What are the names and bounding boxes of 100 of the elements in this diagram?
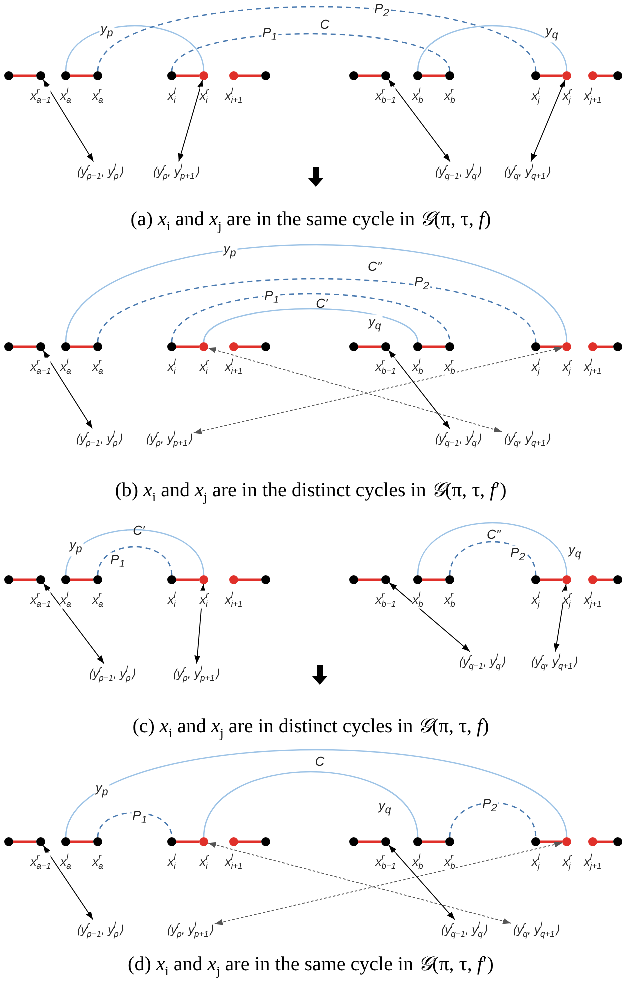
- vertex-dot: [382, 576, 390, 584]
- vertex-dot: [382, 342, 390, 352]
- pair-label: ⟨y$^{r}$$_{p}$, y$^{l}$$_{p+1}$⟩: [166, 920, 214, 940]
- vertex-dot: [200, 72, 208, 80]
- double-arrow: [178, 80, 204, 162]
- cycle-label: C: [320, 18, 330, 32]
- pair-label: ⟨y$^{r}$$_{q}$, y$^{l}$$_{q+1}$⟩: [503, 162, 551, 182]
- vertex-dot: [230, 576, 238, 584]
- double-arrow: [208, 348, 503, 433]
- vertex-dot: [262, 342, 270, 352]
- pair-label: ⟨y$^{r}$$_{p−1}$, y$^{l}$$_{p}$⟩: [88, 664, 136, 684]
- vertex-dot: [350, 72, 358, 80]
- vertex-dot: [94, 576, 102, 584]
- pair-label: ⟨y$^{r}$$_{q−1}$, y$^{l}$$_{q}$⟩: [458, 652, 506, 672]
- vertex-dot: [4, 576, 14, 584]
- double-arrow: [194, 584, 206, 664]
- vertex-dot: [532, 838, 540, 846]
- vertex-dot: [168, 72, 176, 80]
- arc: [449, 541, 537, 576]
- vertex-dot: [4, 72, 14, 80]
- vertex-dot: [414, 838, 422, 846]
- edge-segment: [176, 840, 200, 844]
- edge-segment: [358, 840, 382, 844]
- edge-label: y$_{q}$: [368, 314, 382, 334]
- vertex-dot: [562, 72, 572, 80]
- vertex-dot: [532, 342, 540, 352]
- edge-segment: [70, 840, 94, 844]
- vertex-dot: [200, 838, 208, 846]
- caption: (b) x$_{i}$ and x$_{j}$ are in the distinct cycles in 𝒢(π, τ, f′): [115, 479, 507, 505]
- edge-segment: [422, 578, 446, 582]
- edge-segment: [422, 346, 446, 348]
- vertex-dot: [562, 576, 572, 584]
- vertex-dot: [262, 576, 270, 584]
- pair-label: ⟨y$^{r}$$_{q}$, y$^{l}$$_{q+1}$⟩: [503, 430, 551, 448]
- edge-segment: [540, 74, 562, 78]
- vertex-dot: [36, 838, 46, 846]
- vertex-dot: [4, 342, 14, 352]
- arc: [97, 6, 537, 72]
- double-arrow: [388, 844, 456, 920]
- edge-segment: [238, 578, 262, 582]
- pair-label: ⟨y$^{r}$$_{p}$, y$^{l}$$_{p+1}$⟩: [152, 162, 200, 182]
- vertex-dot: [230, 342, 238, 352]
- vertex-dot: [62, 72, 70, 80]
- arc: [417, 522, 568, 576]
- pair-label: ⟨y$^{r}$$_{q−1}$, y$^{l}$$_{q}$⟩: [440, 920, 488, 940]
- vertex-dot: [562, 342, 572, 352]
- cycle-label: C′: [133, 524, 145, 538]
- arc: [97, 278, 537, 343]
- arc: [65, 25, 205, 72]
- vertex-dot: [588, 342, 598, 352]
- arc: [65, 244, 568, 343]
- vertex-dot: [446, 838, 454, 846]
- pair-label: ⟨y$^{r}$$_{p−1}$, y$^{l}$$_{p}$⟩: [76, 920, 124, 940]
- edge-segment: [14, 578, 36, 582]
- vertex-dot: [414, 576, 422, 584]
- vertex-dot: [382, 72, 390, 80]
- double-arrow: [388, 79, 451, 162]
- edge-segment: [358, 346, 382, 348]
- vertex-dot: [588, 72, 598, 80]
- arc: [417, 25, 568, 72]
- double-arrow: [388, 350, 450, 430]
- edge-segment: [540, 346, 562, 348]
- vertex-dot: [200, 576, 208, 584]
- arc: [171, 33, 451, 72]
- cycle-label: C″: [487, 528, 501, 542]
- edge-segment: [238, 346, 262, 348]
- edge-segment: [598, 840, 614, 844]
- double-arrow: [214, 842, 564, 926]
- edge-segment: [176, 346, 200, 348]
- caption: (c) x$_{i}$ and x$_{j}$ are in distinct cycles in 𝒢(π, τ, f): [132, 715, 490, 741]
- arc: [203, 771, 419, 838]
- vertex-dot: [262, 838, 270, 846]
- vertex-dot: [4, 838, 14, 846]
- vertex-dot: [414, 342, 422, 352]
- pair-label: ⟨y$^{r}$$_{q−1}$, y$^{l}$$_{q}$⟩: [434, 430, 482, 448]
- edge-segment: [176, 578, 200, 582]
- cycle-label: C: [315, 754, 325, 770]
- caption: (d) x$_{i}$ and x$_{j}$ are in the same cycle in 𝒢(π, τ, f′): [128, 953, 494, 979]
- vertex-dot: [168, 342, 176, 352]
- arc: [97, 812, 173, 838]
- edge-segment: [540, 840, 562, 844]
- edge-segment: [70, 578, 94, 582]
- caption: (a) x$_{i}$ and x$_{j}$ are in the same cycle in 𝒢(π, τ, f): [130, 208, 492, 234]
- double-arrow: [554, 584, 568, 652]
- vertex-dot: [350, 576, 358, 584]
- arc: [97, 546, 173, 576]
- edge-segment: [598, 74, 614, 78]
- double-arrow: [42, 79, 94, 162]
- arc: [449, 802, 537, 838]
- vertex-dot: [200, 342, 208, 352]
- vertex-dot: [36, 576, 46, 584]
- edge-segment: [14, 74, 36, 78]
- pair-label: ⟨y$^{r}$$_{q−1}$, y$^{l}$$_{q}$⟩: [434, 162, 482, 182]
- cycle-label: C′: [316, 296, 328, 312]
- double-arrow: [530, 80, 566, 162]
- pair-label: ⟨y$^{r}$$_{p−1}$, y$^{l}$$_{p}$⟩: [76, 162, 124, 182]
- vertex-dot: [350, 838, 358, 846]
- pair-label: ⟨y$^{r}$$_{p−1}$, y$^{l}$$_{p}$⟩: [75, 430, 123, 448]
- vertex-dot: [446, 576, 454, 584]
- pair-label: ⟨y$^{r}$$_{q}$, y$^{l}$$_{q+1}$⟩: [530, 652, 578, 672]
